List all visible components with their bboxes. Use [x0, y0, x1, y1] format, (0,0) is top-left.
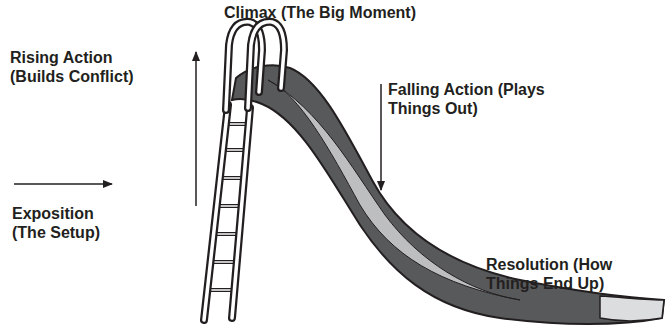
- rising-arrow: [195, 52, 197, 206]
- exposition-arrow: [14, 183, 112, 185]
- chute-lip: [600, 296, 664, 321]
- falling-action-label: Falling Action (Plays Things Out): [388, 80, 553, 118]
- ladder-rung-highlight: [209, 289, 234, 291]
- resolution-label: Resolution (How Things End Up): [486, 255, 668, 293]
- handrails: [226, 22, 284, 110]
- ladder-rung-highlight: [224, 149, 245, 151]
- handrail-highlight: [248, 22, 284, 108]
- ladder-rail-highlight: [232, 108, 250, 318]
- ladder-rail-highlight: [204, 105, 228, 320]
- climax-label: Climax (The Big Moment): [214, 3, 426, 22]
- handrail: [248, 22, 284, 108]
- rising-action-label: Rising Action (Builds Conflict): [10, 48, 160, 86]
- ladder-rung-highlight: [218, 205, 241, 207]
- ladder-rung-highlight: [221, 177, 243, 179]
- ladder-rung-highlight: [215, 233, 239, 235]
- ladder: [204, 105, 250, 320]
- exposition-label: Exposition (The Setup): [12, 204, 124, 242]
- ladder-rung-highlight: [227, 123, 248, 125]
- ladder-rail: [232, 108, 250, 318]
- ladder-rail: [204, 105, 228, 320]
- ladder-rung-highlight: [212, 261, 237, 263]
- falling-arrow: [380, 84, 382, 190]
